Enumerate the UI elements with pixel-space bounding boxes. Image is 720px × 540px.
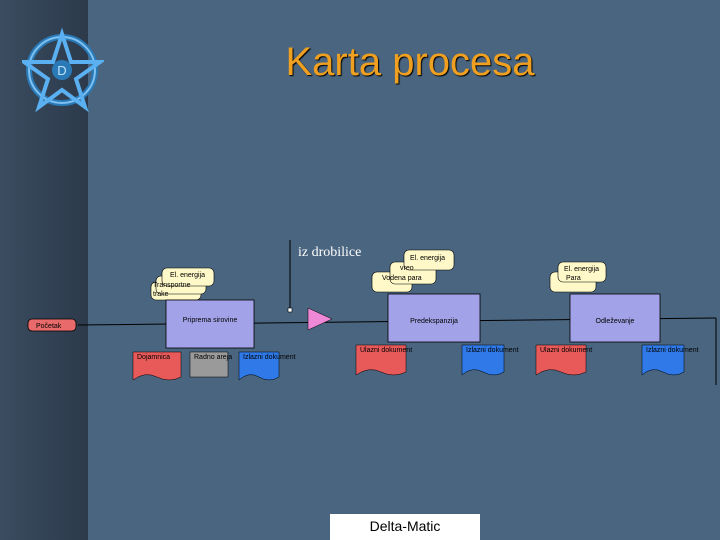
process-3-documents: Ulazni dokument Izlazni dokument xyxy=(535,344,699,376)
start-node xyxy=(27,318,77,332)
slide-title: Karta procesa xyxy=(285,40,535,84)
process-1-label: Priprema sirovine xyxy=(183,317,238,324)
svg-text:Ulazni dokument: Ulazni dokument xyxy=(360,347,412,354)
process-3-label: Odleževanje xyxy=(596,318,635,325)
svg-text:Dojamnica: Dojamnica xyxy=(137,354,170,361)
svg-text:El. energija: El. energija xyxy=(564,266,599,273)
svg-text:Izlazni dokument: Izlazni dokument xyxy=(243,354,296,361)
doc-ulazni-2 xyxy=(355,344,407,376)
process-1-callout-group: El. energija Transportne trake xyxy=(150,267,215,301)
process-2-box xyxy=(387,293,481,343)
svg-text:Para: Para xyxy=(566,275,581,282)
svg-text:Izlazni dokument: Izlazni dokument xyxy=(466,347,519,354)
pink-arrow-icon xyxy=(307,307,333,331)
delta-matic-logo-icon: D xyxy=(22,27,104,112)
process-1-box xyxy=(165,299,255,349)
callout-p1-line2: Transportne xyxy=(153,282,191,289)
process-2-label: Predekspanzija xyxy=(410,318,458,325)
doc-izlazni-1 xyxy=(238,351,280,381)
svg-text:El. energija: El. energija xyxy=(410,255,445,262)
svg-text:Izlazni dokument: Izlazni dokument xyxy=(646,347,699,354)
svg-text:Ulazni dokument: Ulazni dokument xyxy=(540,347,592,354)
doc-izlazni-2 xyxy=(461,344,505,376)
process-3-box xyxy=(569,293,661,343)
doc-ulazni-3 xyxy=(535,344,587,376)
svg-text:D: D xyxy=(57,63,66,78)
callout-p1-line3: trake xyxy=(153,291,169,298)
start-label: Početak xyxy=(36,323,62,330)
svg-text:Radno areja: Radno areja xyxy=(194,354,232,361)
process-3-callout-group: El. energija Para xyxy=(549,261,607,293)
process-2-callout-group: El. energija vreo Vodena para xyxy=(371,249,455,293)
svg-text:Vodena para: Vodena para xyxy=(382,275,422,282)
footer-company-name: Delta-Matic xyxy=(330,514,480,540)
doc-radno xyxy=(189,351,229,378)
input-label: iz drobilice xyxy=(298,245,361,260)
doc-izlazni-3 xyxy=(641,344,685,376)
callout-p1-line1: El. energija xyxy=(170,272,205,279)
doc-dojamnica xyxy=(132,351,182,381)
process-2-documents: Ulazni dokument Izlazni dokument xyxy=(355,344,519,376)
svg-text:vreo: vreo xyxy=(400,265,414,272)
process-1-documents: Dojamnica Radno areja Izlazni dokument xyxy=(132,351,296,381)
